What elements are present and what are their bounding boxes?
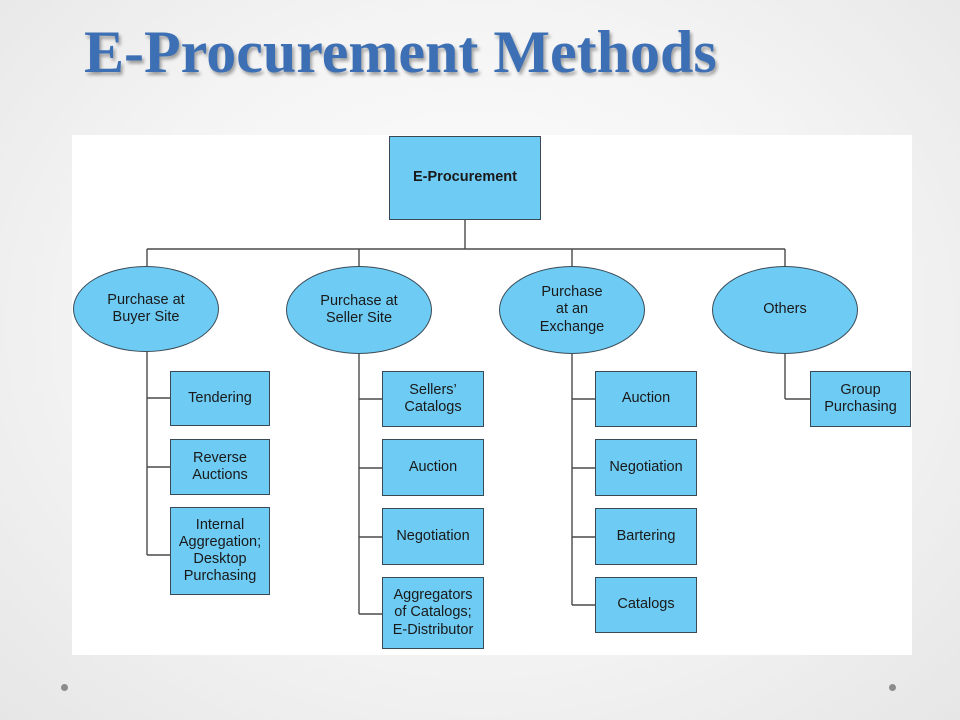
- slide-title: E-Procurement Methods: [84, 19, 717, 85]
- branch-purchase-at-seller-site: Purchase at Seller Site: [286, 266, 432, 354]
- child-negotiation-seller: Negotiation: [382, 508, 484, 565]
- child-bartering: Bartering: [595, 508, 697, 565]
- bottom-left-dot: [61, 684, 68, 691]
- connector-lines: [146, 220, 810, 615]
- child-aggregators-of-catalogs-e-distributor: Aggregators of Catalogs; E-Distributor: [382, 577, 484, 649]
- bottom-right-dot: [889, 684, 896, 691]
- child-negotiation-exchange: Negotiation: [595, 439, 697, 496]
- branch-purchase-at-buyer-site: Purchase at Buyer Site: [73, 266, 219, 352]
- diagram-panel: E-Procurement Purchase at Buyer Site Pur…: [72, 135, 912, 655]
- root-node-e-procurement: E-Procurement: [389, 136, 541, 220]
- branch-purchase-at-an-exchange: Purchase at an Exchange: [499, 266, 645, 354]
- child-sellers-catalogs: Sellers’ Catalogs: [382, 371, 484, 427]
- child-auction-seller: Auction: [382, 439, 484, 496]
- branch-others: Others: [712, 266, 858, 354]
- child-group-purchasing: Group Purchasing: [810, 371, 911, 427]
- child-auction-exchange: Auction: [595, 371, 697, 427]
- child-internal-aggregation-desktop-purchasing: Internal Aggregation; Desktop Purchasing: [170, 507, 270, 595]
- child-catalogs: Catalogs: [595, 577, 697, 633]
- child-tendering: Tendering: [170, 371, 270, 426]
- child-reverse-auctions: Reverse Auctions: [170, 439, 270, 495]
